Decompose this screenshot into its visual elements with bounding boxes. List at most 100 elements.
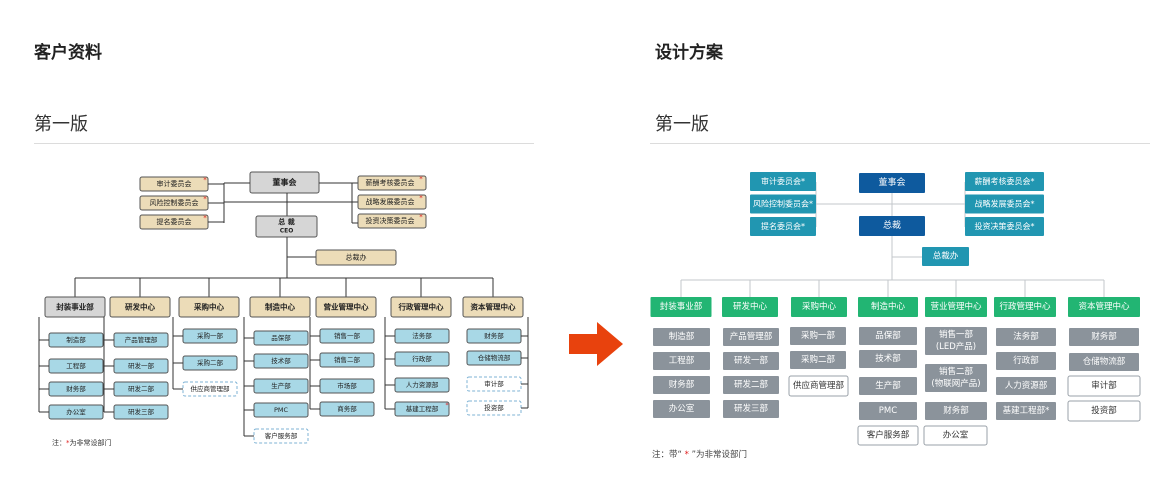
- division-node: [390, 296, 452, 318]
- node-label: PMC: [274, 406, 289, 414]
- unit-node: [859, 402, 917, 420]
- unit-node: [859, 377, 917, 395]
- node-label: 基建工程部: [406, 404, 439, 413]
- node-label: 基建工程部*: [1003, 405, 1050, 416]
- node-label: 生产部: [875, 380, 901, 391]
- node-label: 客户服务部: [867, 430, 910, 441]
- division-node: [994, 297, 1056, 317]
- unit-node: [1067, 375, 1141, 397]
- star-mark: *: [419, 194, 423, 202]
- unit-node: [653, 328, 710, 346]
- node-label: 商务部: [337, 404, 357, 413]
- node-label: 制造部: [66, 335, 86, 344]
- unit-node: [996, 352, 1056, 370]
- office-node: [315, 249, 397, 266]
- node-label: 办公室: [66, 407, 86, 416]
- node-label: 战略发展委员会*: [975, 199, 1035, 209]
- unit-node: [653, 376, 710, 394]
- node-label: 总裁办: [346, 253, 367, 262]
- node-label: 研发二部: [128, 384, 155, 393]
- node-label: 投资部: [484, 403, 504, 412]
- ceo-node: [859, 216, 925, 236]
- node-label: 制造部: [669, 331, 695, 342]
- star-mark: *: [203, 176, 207, 184]
- node-label: 审计委员会: [157, 179, 192, 188]
- node-label: 市场部: [337, 381, 357, 390]
- node-label: 技术部: [271, 356, 291, 365]
- committee-node: [750, 172, 816, 191]
- unit-node: [253, 428, 309, 444]
- node-label: 研发一部: [734, 355, 769, 366]
- committee-node: [965, 172, 1044, 191]
- node-label: 供应商管理部: [793, 380, 845, 391]
- star-mark: *: [419, 213, 423, 221]
- node-label: (LED产品): [936, 341, 976, 352]
- node-label: 法务部: [412, 331, 432, 340]
- node-label: 资本管理中心: [1078, 301, 1130, 312]
- node-label: 总 裁: [278, 217, 294, 226]
- node-label: 封装事业部: [56, 302, 94, 312]
- unit-node: [859, 327, 917, 345]
- node-label: 营业管理中心: [324, 302, 369, 312]
- unit-node: [1069, 353, 1139, 371]
- node-label: 品保部: [875, 330, 901, 341]
- node-label: 薪酬考核委员会*: [975, 176, 1035, 186]
- node-label: 制造中心: [265, 302, 295, 312]
- unit-node: [923, 425, 988, 446]
- node-label: 办公室: [669, 403, 695, 414]
- board-node: [859, 173, 925, 193]
- division-node: [462, 296, 524, 318]
- unit-node: [996, 328, 1056, 346]
- node-label: 风险控制委员会: [150, 198, 199, 207]
- node-label: 采购一部: [801, 330, 836, 341]
- node-label: 人力资源部: [406, 380, 439, 389]
- committee-node: [750, 217, 816, 236]
- node-label: 产品管理部: [730, 331, 773, 342]
- unit-node: [182, 381, 238, 397]
- right-panel-title: 设计方案: [655, 43, 723, 63]
- committee-node: [357, 213, 427, 229]
- node-label: 投资部: [1091, 405, 1117, 416]
- node-label: 采购中心: [802, 301, 837, 312]
- star-mark: *: [446, 402, 449, 409]
- unit-node: [859, 350, 917, 368]
- unit-node: [790, 327, 846, 345]
- node-label: 行政管理中心: [999, 301, 1051, 312]
- node-label: CEO: [280, 228, 294, 235]
- node-label: 采购二部: [801, 354, 836, 365]
- unit-node: [857, 425, 919, 446]
- footnote: 注：带“ * ”为非常设部门: [652, 449, 747, 460]
- node-label: PMC: [879, 406, 897, 416]
- node-label: 研发中心: [125, 302, 155, 312]
- unit-node: [996, 402, 1056, 420]
- unit-node: [723, 376, 779, 394]
- node-label: 研发中心: [733, 301, 768, 312]
- star-mark: *: [419, 175, 423, 183]
- left-panel-title: 客户资料: [34, 43, 102, 63]
- node-label: 采购中心: [193, 302, 224, 312]
- node-label: 生产部: [271, 381, 291, 390]
- node-label: 研发三部: [734, 403, 769, 414]
- node-label: 研发二部: [734, 379, 769, 390]
- left-panel-version: 第一版: [34, 114, 88, 135]
- division-node: [249, 296, 311, 318]
- division-node: [1068, 297, 1140, 317]
- node-label: 提名委员会*: [761, 221, 805, 231]
- node-label: 营业管理中心: [930, 301, 982, 312]
- node-label: 办公室: [943, 430, 969, 441]
- office-node: [922, 247, 969, 266]
- node-label: 采购一部: [197, 331, 224, 340]
- unit-node: [723, 400, 779, 418]
- division-node: [858, 297, 918, 317]
- node-label: 审计委员会*: [761, 176, 805, 186]
- node-label: 行政部: [1013, 355, 1039, 366]
- unit-node: [1067, 400, 1141, 422]
- node-label: 人力资源部: [1005, 380, 1048, 391]
- right-panel-version: 第一版: [655, 114, 709, 135]
- node-label: 采购二部: [197, 358, 224, 367]
- node-label: (物联网产品): [931, 378, 980, 389]
- node-label: 封装事业部: [660, 301, 703, 312]
- node-label: 仓储物流部: [1083, 356, 1126, 367]
- node-label: 销售一部: [939, 329, 974, 340]
